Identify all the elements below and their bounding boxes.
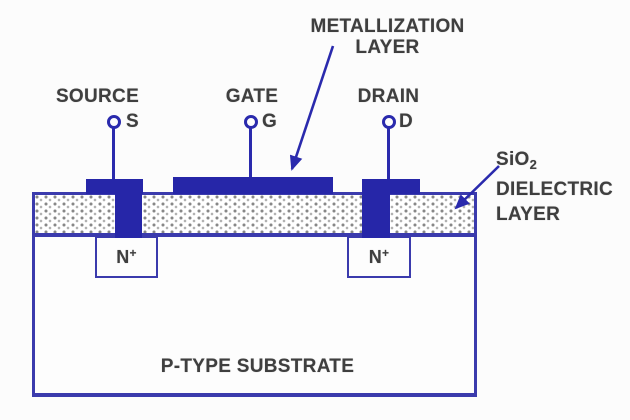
dielectric-label-line3: LAYER [496,204,561,225]
dielectric-label-line2: DIELECTRIC [496,179,613,200]
metallization-layer-label: METALLIZATION LAYER [300,16,475,58]
n-plus-label-drain: N+ [369,246,390,268]
dielectric-layer-label: SiO2 DIELECTRIC LAYER [496,147,613,227]
gate-lead-wire [249,127,252,178]
dielectric-formula-base: SiO [496,149,530,170]
gate-metallization-bar [173,177,333,194]
drain-contact-plug [362,190,390,238]
source-terminal-label: SOURCE [55,86,140,107]
dielectric-formula-sub: 2 [529,157,538,172]
metallization-arrow [289,45,335,171]
n-plus-region-drain: N+ [347,236,411,278]
n-plus-sup-drain: + [382,246,390,260]
n-plus-base-source: N [116,247,130,267]
drain-terminal-symbol: D [399,111,414,132]
gate-terminal-label: GATE [225,86,279,107]
n-plus-base-drain: N [368,247,382,267]
sio2-dielectric-layer [32,192,477,236]
drain-lead-wire [387,127,390,180]
source-contact-plug [115,190,142,238]
metallization-label-line1: METALLIZATION [310,16,465,37]
drain-terminal-label: DRAIN [357,86,420,107]
substrate-label: P-TYPE SUBSTRATE [160,356,355,377]
n-plus-region-source: N+ [95,236,158,278]
n-plus-label-source: N+ [116,246,137,268]
source-lead-wire [112,127,115,180]
dielectric-formula: SiO2 [496,147,613,177]
metallization-label-line2: LAYER [355,37,420,58]
n-plus-sup-source: + [129,246,137,260]
source-terminal-symbol: S [126,111,139,132]
gate-terminal-symbol: G [262,111,278,132]
